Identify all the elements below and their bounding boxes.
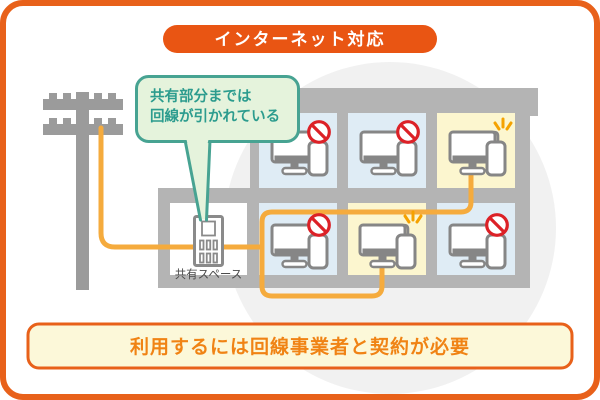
- banner-background: [26, 322, 574, 370]
- speech-bubble-line1: 共有部分までは: [150, 87, 252, 105]
- badge-background: [163, 25, 437, 53]
- speech-bubble-tail: [185, 138, 210, 220]
- speech-bubble-line2: 回線が引かれている: [150, 107, 280, 125]
- speech-bubble: 共有部分までは 回線が引かれている: [135, 75, 300, 222]
- contract-required-banner: 利用するには回線事業者と契約が必要: [26, 322, 574, 370]
- roof: [250, 88, 538, 105]
- prohibition-icon: [307, 213, 331, 237]
- banner-label: 利用するには回線事業者と契約が必要: [130, 335, 470, 358]
- cable-from-pole: [98, 125, 265, 250]
- prohibition-icon: [307, 120, 331, 144]
- utility-pole-icon: [43, 92, 123, 290]
- shared-equipment-cabinet-icon: [193, 215, 224, 267]
- badge-label: インターネット対応: [215, 29, 386, 49]
- prohibition-icon: [396, 120, 420, 144]
- internet-ready-badge: インターネット対応: [163, 25, 437, 53]
- cable-branches: [259, 167, 474, 299]
- shared-space-label: 共有スペース: [175, 267, 243, 281]
- speech-bubble-body: [135, 75, 300, 143]
- prohibition-icon: [485, 213, 509, 237]
